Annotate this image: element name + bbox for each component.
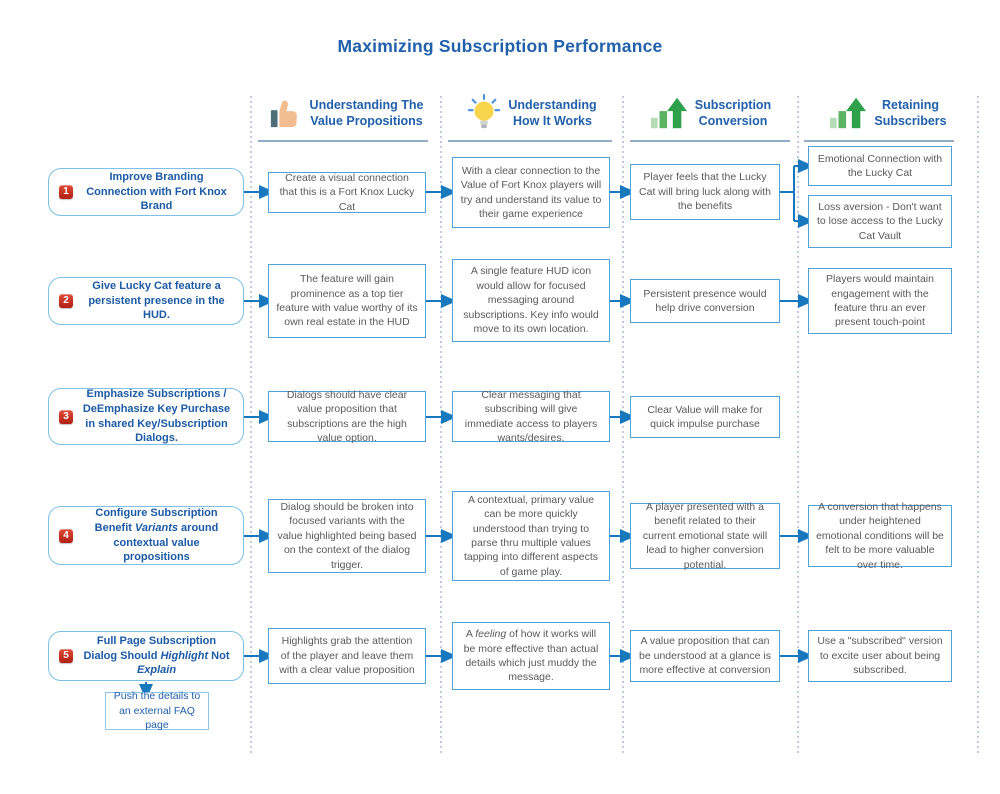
row-header-3: 3 Emphasize Subscriptions / DeEmphasize …: [48, 388, 244, 445]
thumbs-up-icon: [269, 95, 303, 131]
row-number-badge: 2: [59, 294, 73, 308]
cell-r4-retention: A conversion that happens under heighten…: [808, 501, 952, 571]
row-header-label: Configure Subscription Benefit Variants …: [94, 507, 219, 564]
cell-r2-value-propositions: The feature will gain prominence as a to…: [268, 264, 426, 338]
page-title: Maximizing Subscription Performance: [337, 36, 663, 56]
cell-r2-retention: Players would maintain engagement with t…: [808, 268, 952, 334]
cell-r5-how-it-works: A feeling of how it works will be more e…: [452, 622, 610, 690]
row-number-badge: 3: [59, 409, 73, 424]
lightbulb-icon: [467, 94, 501, 132]
growth-chart-icon: [829, 96, 867, 130]
cell-r1-retention-a: Emotional Connection with the Lucky Cat: [808, 146, 952, 186]
row-header-1: 1 Improve Branding Connection with Fort …: [48, 168, 244, 216]
column-header-label: Understanding How It Works: [508, 97, 597, 128]
cell-r4-conversion: A player presented with a benefit relate…: [630, 501, 780, 571]
cell-r5-conversion: A value proposition that can be understo…: [630, 630, 780, 682]
cell-r5-retention: Use a "subscribed" version to excite use…: [808, 630, 952, 682]
cell-r5-value-propositions: Highlights grab the attention of the pla…: [268, 628, 426, 684]
row-header-label: Give Lucky Cat feature a persistent pres…: [88, 280, 225, 322]
growth-chart-icon: [650, 96, 688, 130]
row-header-2: 2 Give Lucky Cat feature a persistent pr…: [48, 277, 244, 325]
column-header-how-it-works: Understanding How It Works: [441, 88, 623, 138]
row-number-badge: 1: [59, 185, 73, 199]
cell-r3-conversion: Clear Value will make for quick impulse …: [630, 396, 780, 438]
cell-r2-conversion: Persistent presence would help drive con…: [630, 279, 780, 323]
column-header-value-propositions: Understanding The Value Propositions: [251, 88, 441, 138]
row-header-4: 4 Configure Subscription Benefit Variant…: [48, 506, 244, 565]
cell-r4-how-it-works: A contextual, primary value can be more …: [452, 491, 610, 581]
column-header-label: Understanding The Value Propositions: [309, 97, 424, 128]
faq-note-box: Push the details to an external FAQ page: [105, 690, 209, 731]
column-header-label: Retaining Subscribers: [874, 97, 947, 128]
row-header-5: 5 Full Page Subscription Dialog Should H…: [48, 631, 244, 681]
cell-r3-value-propositions: Dialogs should have clear value proposit…: [268, 389, 426, 444]
cell-r1-how-it-works: With a clear connection to the Value of …: [452, 157, 610, 228]
row-header-label: Emphasize Subscriptions / DeEmphasize Ke…: [82, 388, 231, 445]
cell-r1-conversion: Player feels that the Lucky Cat will bri…: [630, 164, 780, 220]
column-header-retaining-subscribers: Retaining Subscribers: [798, 88, 978, 138]
cell-r3-how-it-works: Clear messaging that subscribing will gi…: [452, 389, 610, 444]
column-header-label: Subscription Conversion: [694, 97, 772, 128]
cell-r4-value-propositions: Dialog should be broken into focused var…: [268, 499, 426, 573]
row-number-badge: 4: [59, 528, 73, 543]
column-header-subscription-conversion: Subscription Conversion: [623, 88, 798, 138]
cell-r1-retention-b: Loss aversion - Don't want to lose acces…: [808, 195, 952, 248]
cell-r1-value-propositions: Create a visual connection that this is …: [268, 172, 426, 213]
row-number-badge: 5: [59, 649, 73, 663]
cell-r2-how-it-works: A single feature HUD icon would allow fo…: [452, 259, 610, 342]
row-header-label: Full Page Subscription Dialog Should Hig…: [83, 635, 230, 677]
row-header-label: Improve Branding Connection with Fort Kn…: [86, 171, 227, 213]
